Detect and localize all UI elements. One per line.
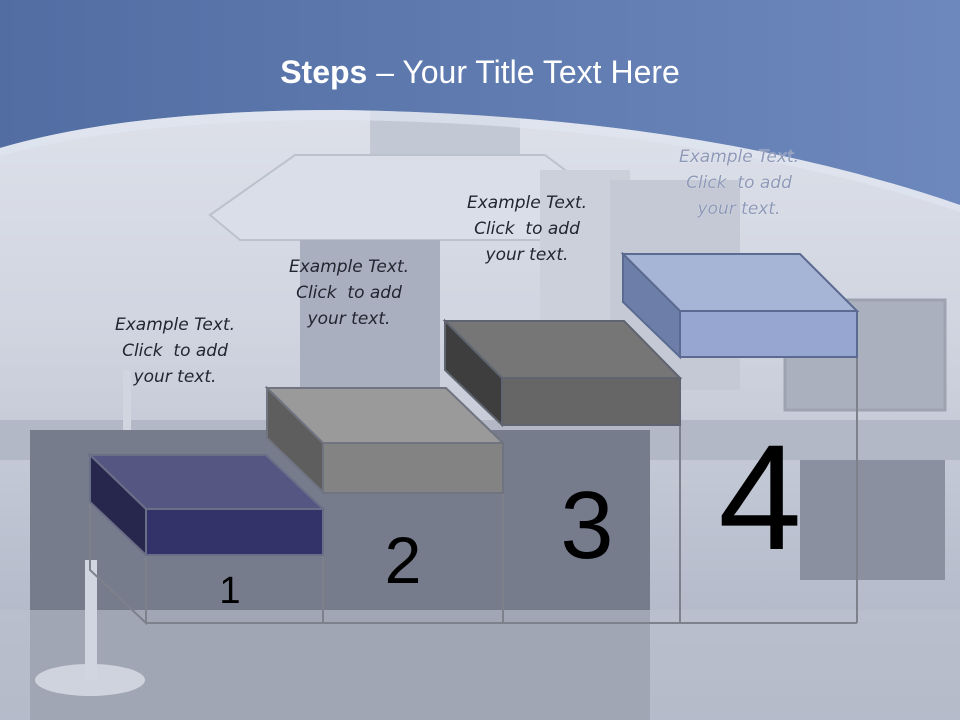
caption-line: Click to add — [686, 173, 792, 193]
step-block-1 — [87, 452, 326, 558]
step-block-2 — [264, 385, 506, 495]
step-1-caption[interactable]: Example Text. Click to add your text. — [90, 312, 260, 390]
caption-line: Click to add — [296, 283, 402, 303]
step-3-caption[interactable]: Example Text. Click to add your text. — [442, 190, 612, 268]
title-rest: – Your Title Text Here — [367, 54, 680, 90]
step-4-caption[interactable]: Example Text. Click to add your text. — [654, 144, 824, 222]
caption-line: Example Text. — [466, 193, 588, 213]
title-bold: Steps — [280, 54, 368, 90]
step-2-number: 2 — [384, 523, 422, 597]
caption-line: Example Text. — [678, 147, 800, 167]
caption-line: Example Text. — [114, 315, 236, 335]
caption-line: your text. — [485, 245, 569, 265]
caption-line: Click to add — [122, 341, 228, 361]
title-banner — [0, 0, 960, 212]
step-2-caption[interactable]: Example Text. Click to add your text. — [264, 254, 434, 332]
caption-line: your text. — [133, 367, 217, 387]
caption-line: Example Text. — [288, 257, 410, 277]
step-4-number: 4 — [718, 413, 802, 581]
slide-title[interactable]: Steps – Your Title Text Here — [0, 54, 960, 91]
step-1-number: 1 — [219, 570, 241, 612]
caption-line: your text. — [307, 309, 391, 329]
step-block-3 — [442, 318, 683, 428]
caption-line: your text. — [697, 199, 781, 219]
step-3-number: 3 — [560, 472, 614, 579]
caption-line: Click to add — [474, 219, 580, 239]
step-block-4 — [620, 251, 860, 360]
steps-outline — [89, 357, 858, 626]
